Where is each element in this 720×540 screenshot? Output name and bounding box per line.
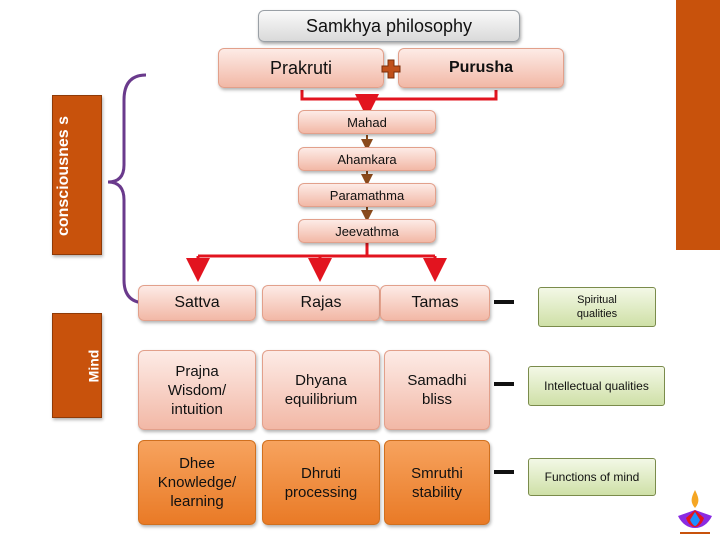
dhyana-node: Dhyana equilibrium — [262, 350, 380, 430]
smruthi-node: Smruthi stability — [384, 440, 490, 525]
jeevathma-node: Jeevathma — [298, 219, 436, 243]
prakruti-node: Prakruti — [218, 48, 384, 88]
ahamkara-node: Ahamkara — [298, 147, 436, 171]
mind-label: Mind — [52, 313, 102, 418]
dhruti-node: Dhruti processing — [262, 440, 380, 525]
tamas-node: Tamas — [380, 285, 490, 321]
row-dash — [494, 470, 514, 474]
dhee-node: Dhee Knowledge/ learning — [138, 440, 256, 525]
sattva-node: Sattva — [138, 285, 256, 321]
mahad-node: Mahad — [298, 110, 436, 134]
paramathma-node: Paramathma — [298, 183, 436, 207]
consciousness-bracket — [107, 73, 147, 305]
consciousness-label: consciousnes s — [52, 95, 102, 255]
functions-of-mind-label: Functions of mind — [528, 458, 656, 496]
consciousness-text: consciousnes s — [55, 115, 72, 237]
mind-text: Mind — [85, 349, 102, 383]
plus-icon — [381, 59, 401, 79]
rajas-node: Rajas — [262, 285, 380, 321]
spiritual-qualities-label: Spiritual qualities — [538, 287, 656, 327]
diagram-title: Samkhya philosophy — [258, 10, 520, 42]
row-dash — [494, 300, 514, 304]
intellectual-qualities-label: Intellectual qualities — [528, 366, 665, 406]
decorative-orange-bar — [676, 0, 720, 250]
prajna-node: Prajna Wisdom/ intuition — [138, 350, 256, 430]
samadhi-node: Samadhi bliss — [384, 350, 490, 430]
row-dash — [494, 382, 514, 386]
lamp-logo-icon — [678, 490, 712, 534]
purusha-node: Purusha — [398, 48, 564, 88]
merge-arrow — [300, 90, 498, 101]
